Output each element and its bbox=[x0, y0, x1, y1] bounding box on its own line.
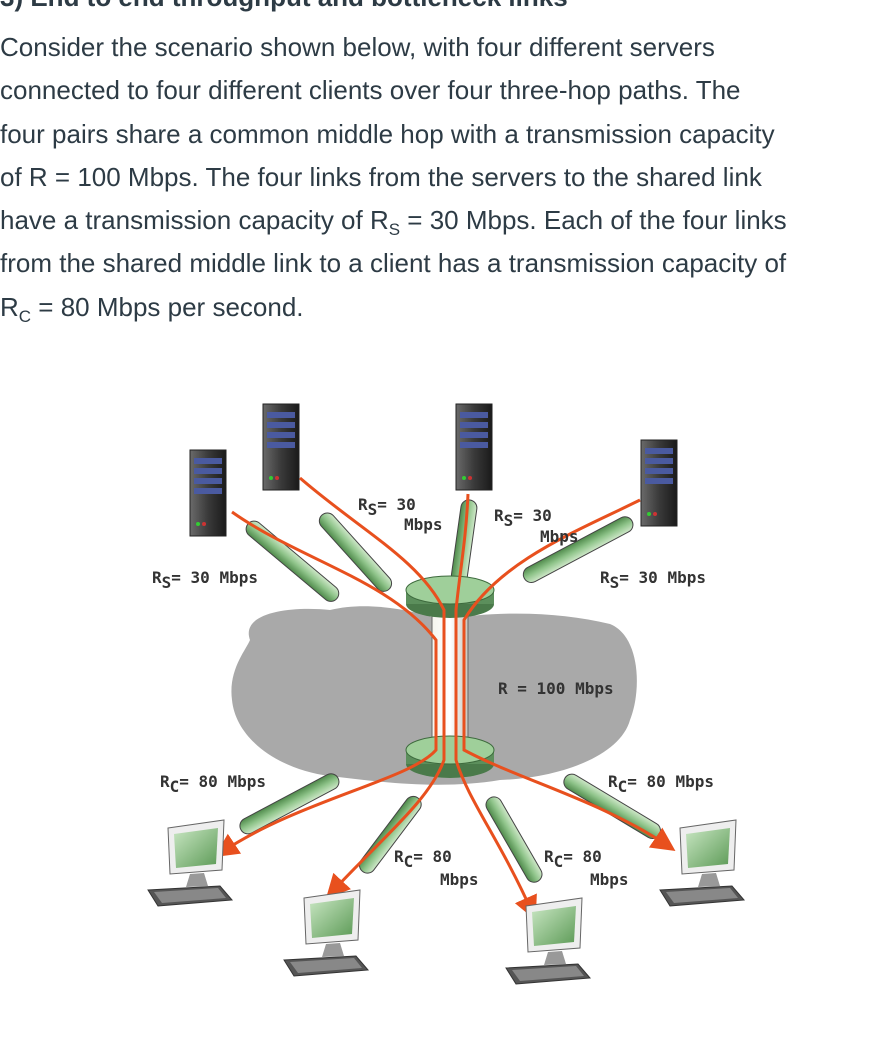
label-rc-mid-right: RC= 80 bbox=[544, 847, 602, 871]
client-computer-icon bbox=[659, 819, 745, 907]
paragraph-line: connected to four different clients over… bbox=[0, 75, 741, 106]
label-rs-upper-right: RS= 30 bbox=[494, 506, 552, 530]
label-mbps: Mbps bbox=[404, 515, 443, 534]
paragraph-line: from the shared middle link to a client … bbox=[0, 248, 787, 279]
label-mbps: Mbps bbox=[590, 870, 629, 889]
link-tube bbox=[318, 512, 393, 592]
label-rc-right: RC= 80 Mbps bbox=[608, 772, 714, 796]
text-fragment: = 80 Mbps per second. bbox=[31, 291, 304, 322]
subscript: C bbox=[18, 306, 32, 326]
server-icon bbox=[189, 449, 227, 537]
link-tube bbox=[485, 796, 543, 883]
shared-link-tube bbox=[431, 599, 469, 751]
label-shared-link: R = 100 Mbps bbox=[498, 679, 614, 698]
traffic-flows bbox=[214, 476, 676, 921]
label-mbps: Mbps bbox=[540, 527, 579, 546]
text-fragment: R bbox=[0, 291, 19, 322]
link-tube bbox=[239, 773, 340, 835]
section-heading: 3) End to end throughput and bottleneck … bbox=[0, 0, 568, 13]
paragraph-line: Consider the scenario shown below, with … bbox=[0, 32, 715, 62]
label-rc-mid-left: RC= 80 bbox=[394, 847, 452, 871]
label-rc-left: RC= 80 Mbps bbox=[160, 772, 266, 796]
network-diagram: RS= 30 Mbps RS= 30 Mbps RS= 30 Mbps RS= … bbox=[0, 390, 880, 1010]
client-computer-icon bbox=[505, 897, 591, 985]
client-computer-icon bbox=[283, 889, 369, 977]
paragraph-line: have a transmission capacity of RS = 30 … bbox=[0, 199, 870, 242]
label-rs-left: RS= 30 Mbps bbox=[152, 568, 258, 592]
label-rs-right: RS= 30 Mbps bbox=[600, 568, 706, 592]
paragraph-line: of R = 100 Mbps. The four links from the… bbox=[0, 161, 762, 192]
server-icon bbox=[455, 403, 493, 491]
label-mbps: Mbps bbox=[440, 870, 479, 889]
problem-paragraph: Consider the scenario shown below, with … bbox=[0, 26, 870, 329]
text-fragment: have a transmission capacity of R bbox=[0, 205, 389, 236]
label-rs-upper-left: RS= 30 bbox=[358, 495, 416, 519]
subscript: S bbox=[388, 220, 401, 240]
paragraph-line: four pairs share a common middle hop wit… bbox=[0, 118, 775, 149]
client-computer-icon bbox=[147, 819, 233, 907]
paragraph-line: RC = 80 Mbps per second. bbox=[0, 286, 870, 329]
server-icon bbox=[640, 439, 678, 527]
server-icon bbox=[262, 403, 300, 491]
text-fragment: = 30 Mbps. Each of the four links bbox=[400, 205, 787, 236]
link-tube bbox=[522, 516, 634, 584]
